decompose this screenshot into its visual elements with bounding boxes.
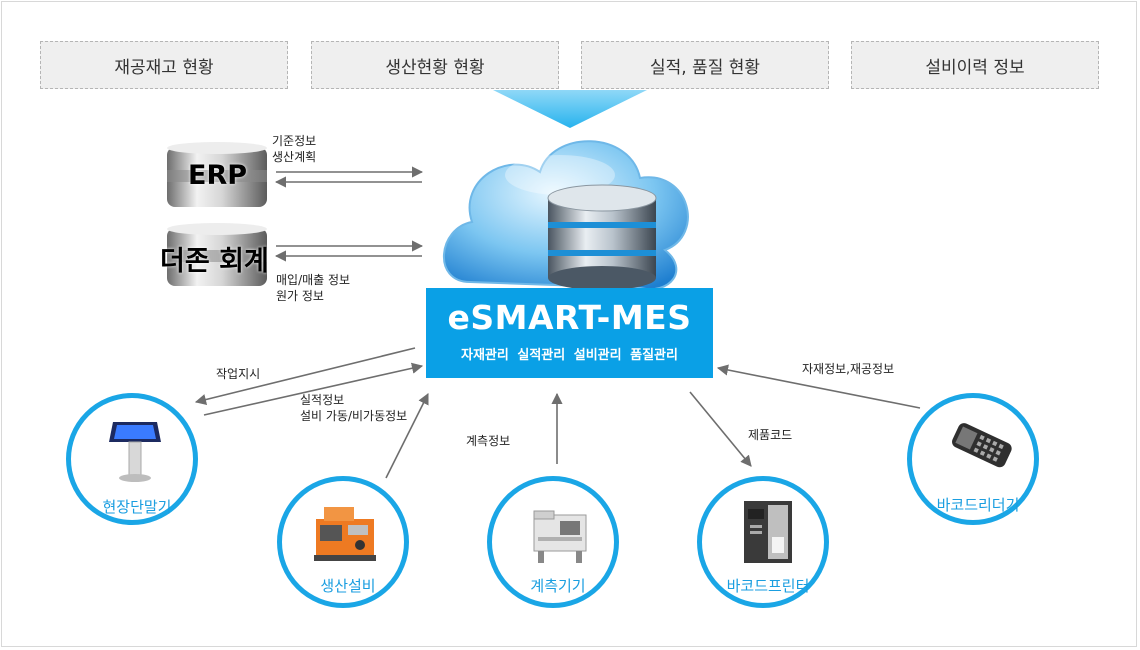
top-box-wip-inventory: 재공재고 현황 bbox=[40, 41, 288, 89]
top-box-label: 설비이력 정보 bbox=[925, 57, 1025, 78]
device-label: 계측기기 bbox=[530, 577, 586, 595]
top-box-quality-status: 실적, 품질 현황 bbox=[581, 41, 829, 89]
erp-info-line2: 생산계획 bbox=[272, 150, 317, 164]
database-icon bbox=[547, 184, 657, 290]
material-info-label: 자재정보,재공정보 bbox=[802, 362, 895, 376]
funnel-shape bbox=[493, 90, 647, 128]
mes-subtitle: 자재관리 실적관리 설비관리 품질관리 bbox=[461, 348, 678, 363]
measure-label: 계측정보 bbox=[466, 434, 511, 448]
erp-info: 기준정보 생산계획 bbox=[272, 133, 316, 165]
device-measuring-instrument: 계측기기 bbox=[487, 476, 619, 608]
top-box-production-status: 생산현황 현황 bbox=[311, 41, 559, 89]
erp-info-line1: 기준정보 bbox=[272, 134, 317, 148]
device-label: 생산설비 bbox=[320, 577, 376, 595]
device-production-equipment: 생산설비 bbox=[277, 476, 409, 608]
device-field-terminal: 현장단말기 bbox=[66, 393, 198, 525]
top-box-label: 재공재고 현황 bbox=[114, 57, 214, 78]
top-box-label: 생산현황 현황 bbox=[385, 57, 485, 78]
erp-disk-icon bbox=[167, 142, 267, 207]
barcode-reader-icon bbox=[952, 423, 1012, 468]
barcode-printer-icon bbox=[744, 501, 792, 563]
product-code-label: 제품코드 bbox=[748, 428, 793, 442]
work-order-arrow bbox=[194, 347, 416, 406]
top-box-label: 실적, 품질 현황 bbox=[649, 57, 761, 78]
mes-box: eSMART-MES 자재관리 실적관리 설비관리 품질관리 bbox=[426, 288, 713, 378]
material-info-arrow bbox=[716, 364, 921, 409]
duzon-info-line1: 매입/매출 정보 bbox=[276, 273, 351, 287]
device-label: 바코드프린터 bbox=[726, 577, 810, 595]
measuring-instrument-icon bbox=[533, 510, 587, 563]
work-order-label: 작업지시 bbox=[216, 367, 261, 381]
top-box-equipment-history: 설비이력 정보 bbox=[851, 41, 1099, 89]
duzon-info-line2: 원가 정보 bbox=[276, 289, 324, 303]
product-code-arrow bbox=[689, 391, 752, 467]
result-info-line1: 실적정보 bbox=[300, 393, 345, 407]
duzon-label: 더존 회계 bbox=[160, 246, 269, 277]
mes-title: eSMART-MES bbox=[447, 298, 692, 337]
result-info-line2: 설비 가동/비가동정보 bbox=[300, 409, 408, 423]
device-label: 현장단말기 bbox=[102, 498, 172, 516]
kiosk-icon bbox=[109, 422, 161, 482]
result-info-arrow bbox=[203, 362, 424, 416]
duzon-disk-icon bbox=[167, 223, 267, 286]
device-barcode-reader: 바코드리더기 bbox=[907, 393, 1039, 525]
duzon-info: 매입/매출 정보 원가 정보 bbox=[276, 272, 350, 304]
erp-label: ERP bbox=[188, 160, 248, 191]
printing-machine-icon bbox=[314, 507, 376, 561]
device-barcode-printer: 바코드프린터 bbox=[697, 476, 829, 608]
equipment-arrow bbox=[385, 392, 429, 479]
device-label: 바코드리더기 bbox=[936, 496, 1020, 514]
result-info-label: 실적정보 설비 가동/비가동정보 bbox=[300, 392, 407, 424]
